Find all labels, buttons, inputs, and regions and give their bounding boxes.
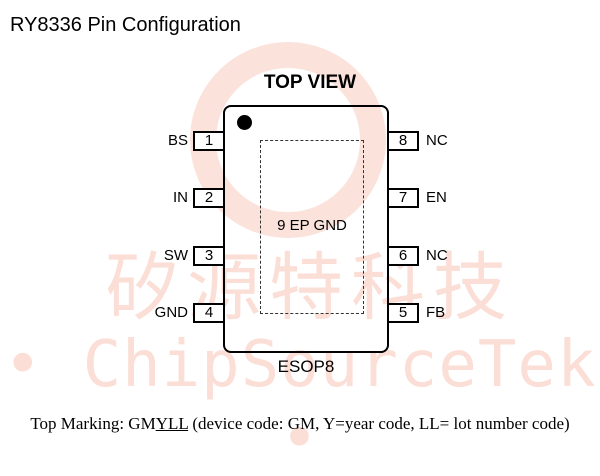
top-marking-note: Top Marking: GMYLL (device code: GM, Y=y…	[10, 414, 590, 434]
marking-prefix: Top Marking: GM	[30, 414, 156, 433]
pin-2: 2	[193, 188, 223, 208]
pin-name-5: FB	[426, 304, 446, 321]
pin-4: 4	[193, 303, 223, 323]
pin-7: 7	[389, 188, 419, 208]
pin-6: 6	[389, 246, 419, 266]
watermark-chinese: 矽源特科技	[105, 245, 515, 331]
chip-body: 9 EP GND	[223, 105, 389, 353]
pin-name-1: BS	[167, 132, 188, 149]
pin-name-7: EN	[426, 189, 447, 206]
pin-5: 5	[389, 303, 419, 323]
pin1-marker-dot	[237, 115, 252, 130]
pin-name-6: NC	[426, 247, 448, 264]
pin-3: 3	[193, 246, 223, 266]
pin-name-8: NC	[426, 132, 448, 149]
marking-suffix: (device code: GM, Y=year code, LL= lot n…	[188, 414, 570, 433]
pin-8: 8	[389, 131, 419, 151]
diagram-title: RY8336 Pin Configuration	[10, 14, 241, 36]
marking-underlined: YLL	[155, 414, 189, 433]
exposed-pad-label: 9 EP GND	[277, 217, 347, 234]
pin-name-4: GND	[154, 304, 188, 321]
pin-name-3: SW	[163, 247, 188, 264]
exposed-pad: 9 EP GND	[260, 140, 364, 314]
pin-name-2: IN	[173, 189, 188, 206]
pin-1: 1	[193, 131, 223, 151]
watermark-english: • ChipSourceTek •	[3, 328, 597, 476]
view-label: TOP VIEW	[263, 72, 357, 93]
package-label: ESOP8	[277, 357, 335, 376]
